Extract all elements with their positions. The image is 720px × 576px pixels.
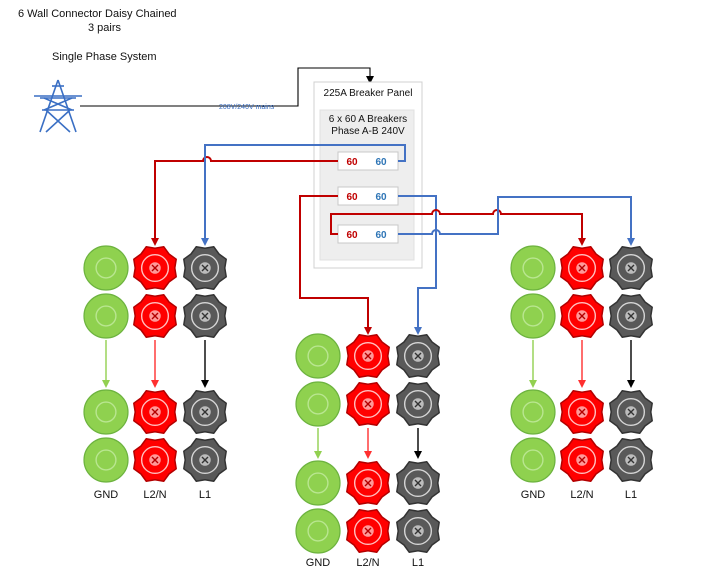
l1-terminal	[609, 390, 653, 434]
gnd-terminal	[83, 245, 129, 291]
l2n-terminal	[560, 294, 604, 338]
breaker-1-left: 60	[346, 157, 358, 168]
breaker-2-right: 60	[375, 192, 387, 203]
l1-terminal	[609, 438, 653, 482]
gnd-terminal	[295, 508, 341, 554]
terminal-row	[510, 389, 653, 435]
power-tower-icon	[34, 79, 82, 133]
l1-label: L1	[625, 489, 637, 501]
l1-terminal	[609, 294, 653, 338]
terminal-row	[295, 333, 440, 379]
l2n-terminal	[346, 382, 390, 426]
l2n-terminal	[133, 390, 177, 434]
terminal-row	[83, 293, 227, 339]
terminal-row	[295, 381, 440, 427]
terminal-row	[83, 437, 227, 483]
gnd-terminal	[510, 389, 556, 435]
l1-terminal	[183, 390, 227, 434]
terminal-row	[510, 437, 653, 483]
l2n-terminal	[133, 294, 177, 338]
l2n-label: L2/N	[143, 489, 166, 501]
gnd-terminal	[83, 389, 129, 435]
breaker-3-right: 60	[375, 230, 387, 241]
terminal-row	[510, 245, 653, 291]
connector-group-3: GND L2/N L1	[510, 245, 653, 501]
breaker-3-left: 60	[346, 230, 358, 241]
breaker-2-left: 60	[346, 192, 358, 203]
l2n-terminal	[560, 438, 604, 482]
terminal-row	[510, 293, 653, 339]
gnd-label: GND	[521, 489, 546, 501]
gnd-label: GND	[306, 557, 331, 569]
l1-terminal	[396, 334, 440, 378]
mains-label: 208V/240V mains	[219, 104, 275, 111]
terminal-row	[295, 460, 440, 506]
panel-breakers-line2: Phase A-B 240V	[331, 126, 405, 137]
feed-wires	[151, 144, 635, 335]
l1-terminal	[183, 246, 227, 290]
gnd-label: GND	[94, 489, 119, 501]
terminal-row	[83, 389, 227, 435]
diagram-title-line2: 3 pairs	[88, 22, 122, 34]
l1-terminal	[183, 438, 227, 482]
connector-group-2: GND L2/N L1	[295, 333, 440, 569]
l2n-terminal	[560, 390, 604, 434]
gnd-terminal	[83, 437, 129, 483]
l1-label: L1	[199, 489, 211, 501]
gnd-terminal	[295, 460, 341, 506]
l2n-terminal	[133, 246, 177, 290]
l1-terminal	[609, 246, 653, 290]
terminal-row	[83, 245, 227, 291]
l2n-terminal	[346, 461, 390, 505]
l2n-label: L2/N	[356, 557, 379, 569]
terminal-row	[295, 508, 440, 554]
system-subtitle: Single Phase System	[52, 51, 157, 63]
l2n-label: L2/N	[570, 489, 593, 501]
panel-breakers-line1: 6 x 60 A Breakers	[329, 114, 407, 125]
l2n-terminal	[560, 246, 604, 290]
breaker-1-right: 60	[375, 157, 387, 168]
gnd-terminal	[510, 245, 556, 291]
l2n-terminal	[346, 509, 390, 553]
l1-terminal	[396, 509, 440, 553]
gnd-terminal	[510, 437, 556, 483]
mains-line: 208V/240V mains	[80, 67, 374, 111]
l2n-terminal	[133, 438, 177, 482]
l1-terminal	[396, 382, 440, 426]
breaker-panel: 225A Breaker Panel 6 x 60 A Breakers Pha…	[313, 81, 423, 269]
gnd-terminal	[295, 381, 341, 427]
connector-group-1: GND L2/N L1	[83, 245, 227, 501]
gnd-terminal	[295, 333, 341, 379]
l1-terminal	[183, 294, 227, 338]
gnd-terminal	[510, 293, 556, 339]
diagram-title: 6 Wall Connector Daisy Chained	[18, 8, 177, 20]
l1-terminal	[396, 461, 440, 505]
gnd-terminal	[83, 293, 129, 339]
panel-title: 225A Breaker Panel	[324, 88, 413, 99]
l1-label: L1	[412, 557, 424, 569]
l2n-terminal	[346, 334, 390, 378]
